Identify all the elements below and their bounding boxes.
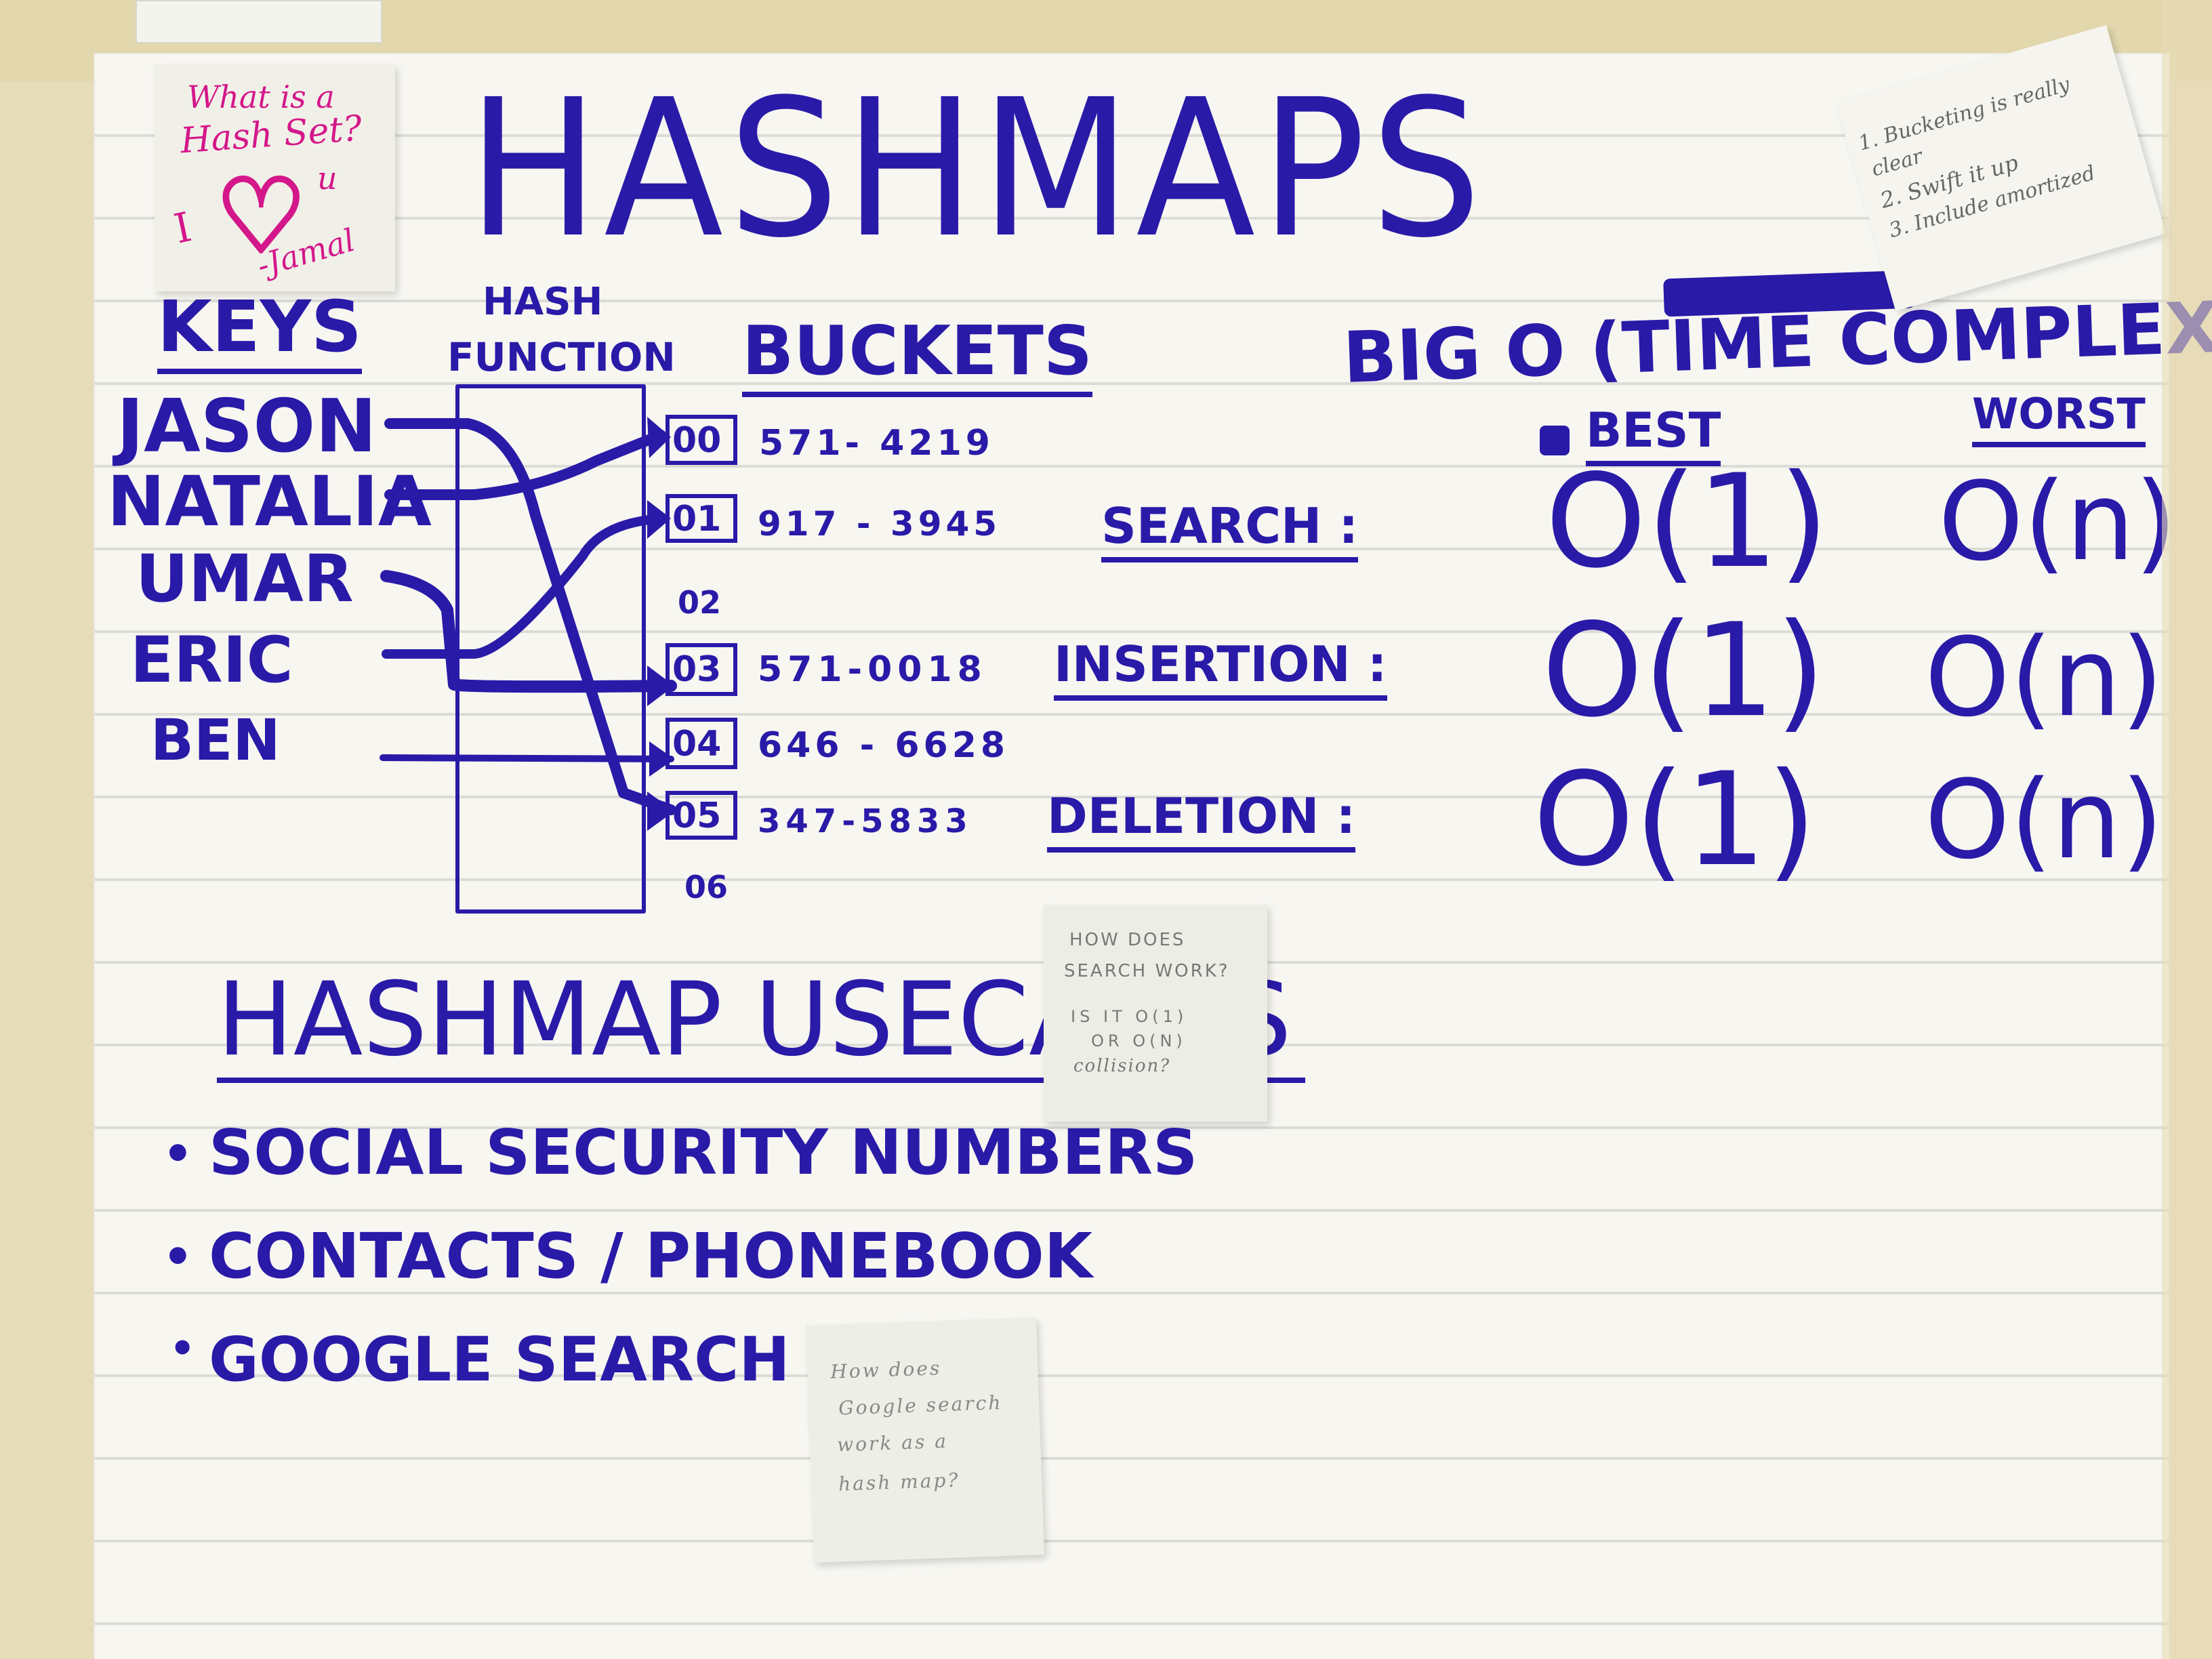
sticky-note-search-question: HOW DOES SEARCH WORK? IS IT O(1) OR O(N)…: [1044, 905, 1267, 1122]
bucket-box-03: [665, 643, 737, 696]
arrow-natalia-to-00: [384, 430, 666, 500]
best-insertion: O(1): [1542, 596, 1826, 745]
best-deletion: O(1): [1533, 745, 1817, 895]
bucket-id-02: 02: [678, 584, 722, 621]
arrowhead-01: [647, 500, 671, 539]
arrow-jason-to-05: [384, 418, 676, 815]
usecase-bullet-1: •: [163, 1126, 193, 1182]
worst-search: O(n): [1938, 458, 2177, 585]
search-question-line1: HOW DOES: [1069, 930, 1186, 950]
google-question-line1: How does: [830, 1357, 942, 1383]
best-column-header: BEST: [1586, 407, 1721, 466]
wall-right-edge: [2162, 0, 2212, 1659]
flipchart-paper: [95, 54, 2169, 1659]
page-title: HASHMAPS: [468, 59, 1487, 280]
usecase-bullet-3: •: [169, 1325, 196, 1372]
arrowhead-05: [647, 792, 674, 831]
sticky-note-pink-ink: What is a Hash Set? I ♡ u -Jamal: [155, 64, 395, 291]
pink-note-u: u: [317, 160, 337, 197]
key-ben: BEN: [150, 707, 281, 773]
best-search: O(1): [1545, 447, 1829, 596]
worst-insertion: O(n): [1925, 614, 2164, 741]
arrow-ben-to-04: [380, 754, 674, 762]
usecase-item-3: GOOGLE SEARCH: [209, 1324, 790, 1395]
arrowhead-03: [647, 665, 674, 706]
bucket-value-05: 347-5833: [758, 802, 973, 840]
arrow-eric-to-01: [382, 514, 669, 659]
best-column-mark: [1540, 426, 1570, 455]
usecase-item-1: SOCIAL SECURITY NUMBERS: [209, 1116, 1198, 1189]
keys-header: KEYS: [157, 291, 362, 374]
hash-function-header-line1: HASH: [483, 280, 603, 324]
pink-note-line1: What is a: [187, 79, 335, 115]
bucket-id-03: 03: [672, 649, 722, 690]
arrowhead-00: [647, 417, 671, 458]
heart-icon: ♡: [213, 158, 309, 276]
op-insertion-label: INSERTION :: [1054, 640, 1387, 701]
search-question-line2: SEARCH WORK?: [1064, 961, 1230, 981]
bucket-box-00: [665, 415, 737, 465]
bucket-value-03: 571-0018: [758, 649, 987, 690]
bucket-id-06: 06: [684, 869, 729, 905]
google-question-line4: hash map?: [838, 1469, 960, 1496]
bucket-box-04: [665, 718, 737, 769]
pink-note-i: I: [169, 203, 196, 253]
bucket-id-01: 01: [672, 499, 722, 539]
google-question-line3: work as a: [836, 1429, 949, 1456]
key-jason: JASON: [117, 384, 377, 469]
search-question-line4: OR O(N): [1091, 1031, 1187, 1050]
arrow-umar-to-03: [380, 570, 677, 693]
key-natalia: NATALIA: [107, 462, 432, 542]
bucket-value-01: 917 - 3945: [758, 504, 1002, 544]
search-question-line3: IS IT O(1): [1071, 1007, 1188, 1026]
google-question-line2: Google search: [838, 1391, 1003, 1420]
bucket-value-00: 571- 4219: [759, 423, 994, 464]
buckets-header: BUCKETS: [742, 317, 1092, 397]
bucket-id-04: 04: [672, 724, 722, 764]
op-search-label: SEARCH :: [1101, 501, 1359, 562]
hash-function-header-line2: FUNCTION: [447, 334, 676, 380]
key-umar: UMAR: [136, 541, 354, 617]
op-deletion-label: DELETION :: [1047, 792, 1356, 853]
bucket-value-04: 646 - 6628: [758, 725, 1010, 766]
key-eric: ERIC: [130, 623, 293, 697]
bucket-id-05: 05: [672, 796, 722, 836]
bucket-id-00: 00: [672, 420, 722, 461]
bucket-box-05: [665, 791, 737, 840]
arrowhead-04: [649, 741, 674, 777]
search-question-line5: collision?: [1073, 1056, 1171, 1076]
sticky-note-google-question: How does Google search work as a hash ma…: [805, 1317, 1045, 1563]
usecase-bullet-2: •: [163, 1229, 193, 1285]
hash-function-box: [455, 384, 646, 914]
bucket-box-01: [665, 494, 737, 543]
paper-scrap: [136, 0, 382, 43]
worst-deletion: O(n): [1925, 756, 2164, 883]
usecase-item-2: CONTACTS / PHONEBOOK: [209, 1220, 1093, 1292]
worst-column-header: WORST: [1972, 393, 2146, 447]
